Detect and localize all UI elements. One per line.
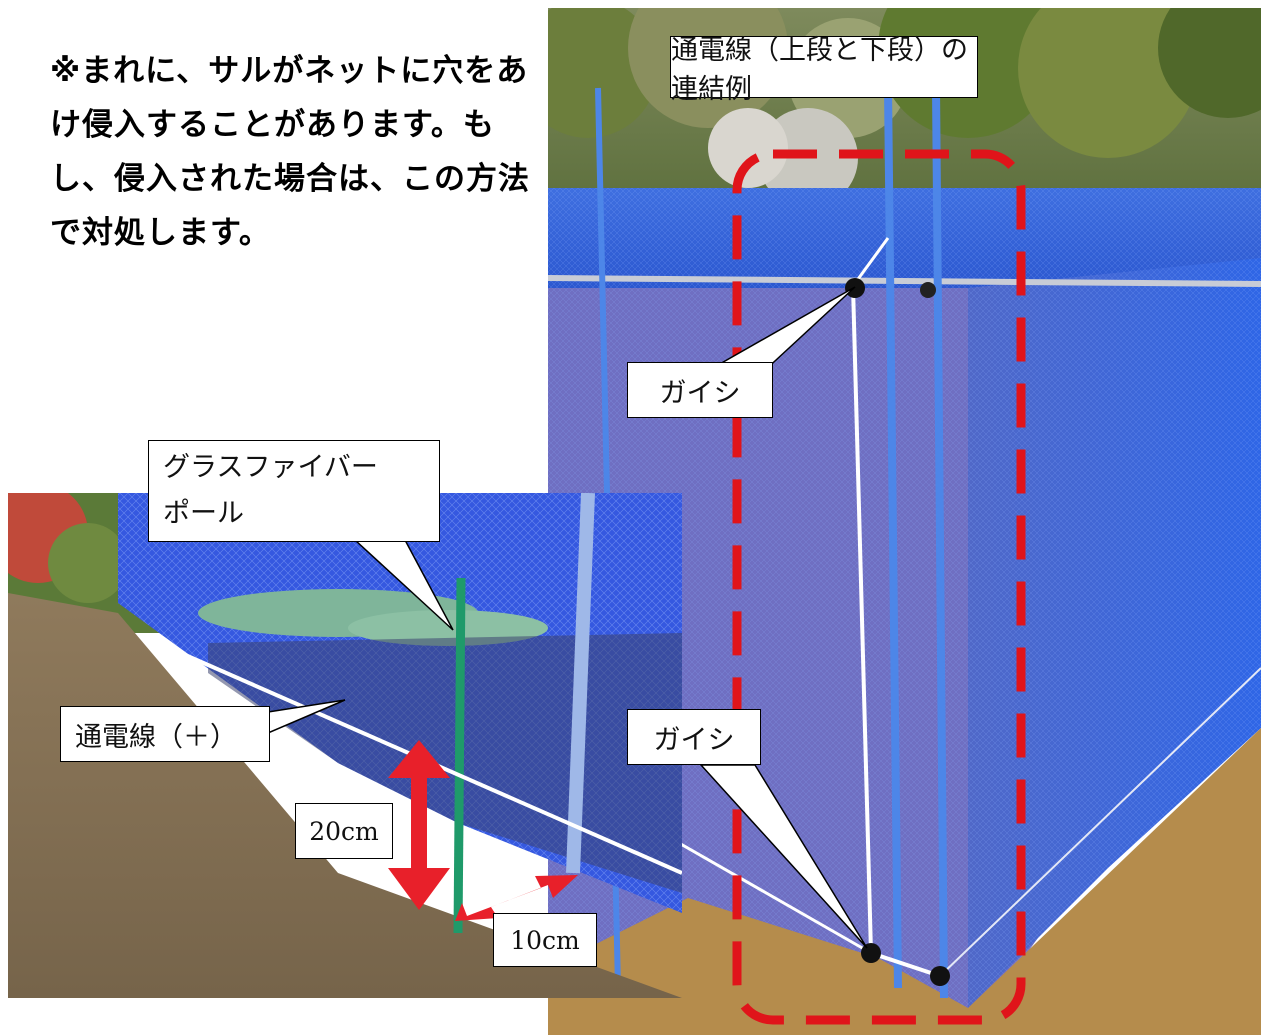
diagonal-arrow-10cm	[455, 875, 578, 921]
callout-tail-glass-fiber-pole	[353, 539, 454, 631]
instruction-text: ※まれに、サルがネットに穴をあけ侵入することがあります。もし、侵入された場合は、…	[50, 53, 530, 251]
fence-photo-right-illustration	[548, 8, 1261, 1035]
fence-photo-right	[548, 8, 1261, 1035]
fence-photo-left	[8, 493, 682, 998]
label-wire-connection: 通電線（上段と下段）の連結例	[670, 35, 978, 105]
callout-tail-live-wire	[267, 699, 346, 735]
callout-tail-insulator-upper	[701, 286, 856, 374]
vertical-arrow-20cm	[388, 740, 450, 910]
fence-photo-left-illustration	[8, 493, 682, 998]
callout-tail-insulator-lower	[699, 764, 868, 949]
highlight-dashed-frame	[732, 149, 1026, 1025]
label-insulator-upper: ガイシ	[627, 362, 773, 418]
label-glass-fiber-pole: グラスファイバー ポール	[148, 440, 440, 542]
label-glass-fiber-pole-line1: グラスファイバー	[163, 452, 378, 483]
label-glass-fiber-pole-line2: ポール	[163, 498, 244, 529]
label-insulator-lower: ガイシ	[627, 709, 761, 765]
label-gap-10cm: 10cm	[493, 913, 597, 967]
label-height-20cm: 20cm	[295, 803, 393, 859]
label-live-wire-plus: 通電線（＋）	[60, 706, 270, 762]
